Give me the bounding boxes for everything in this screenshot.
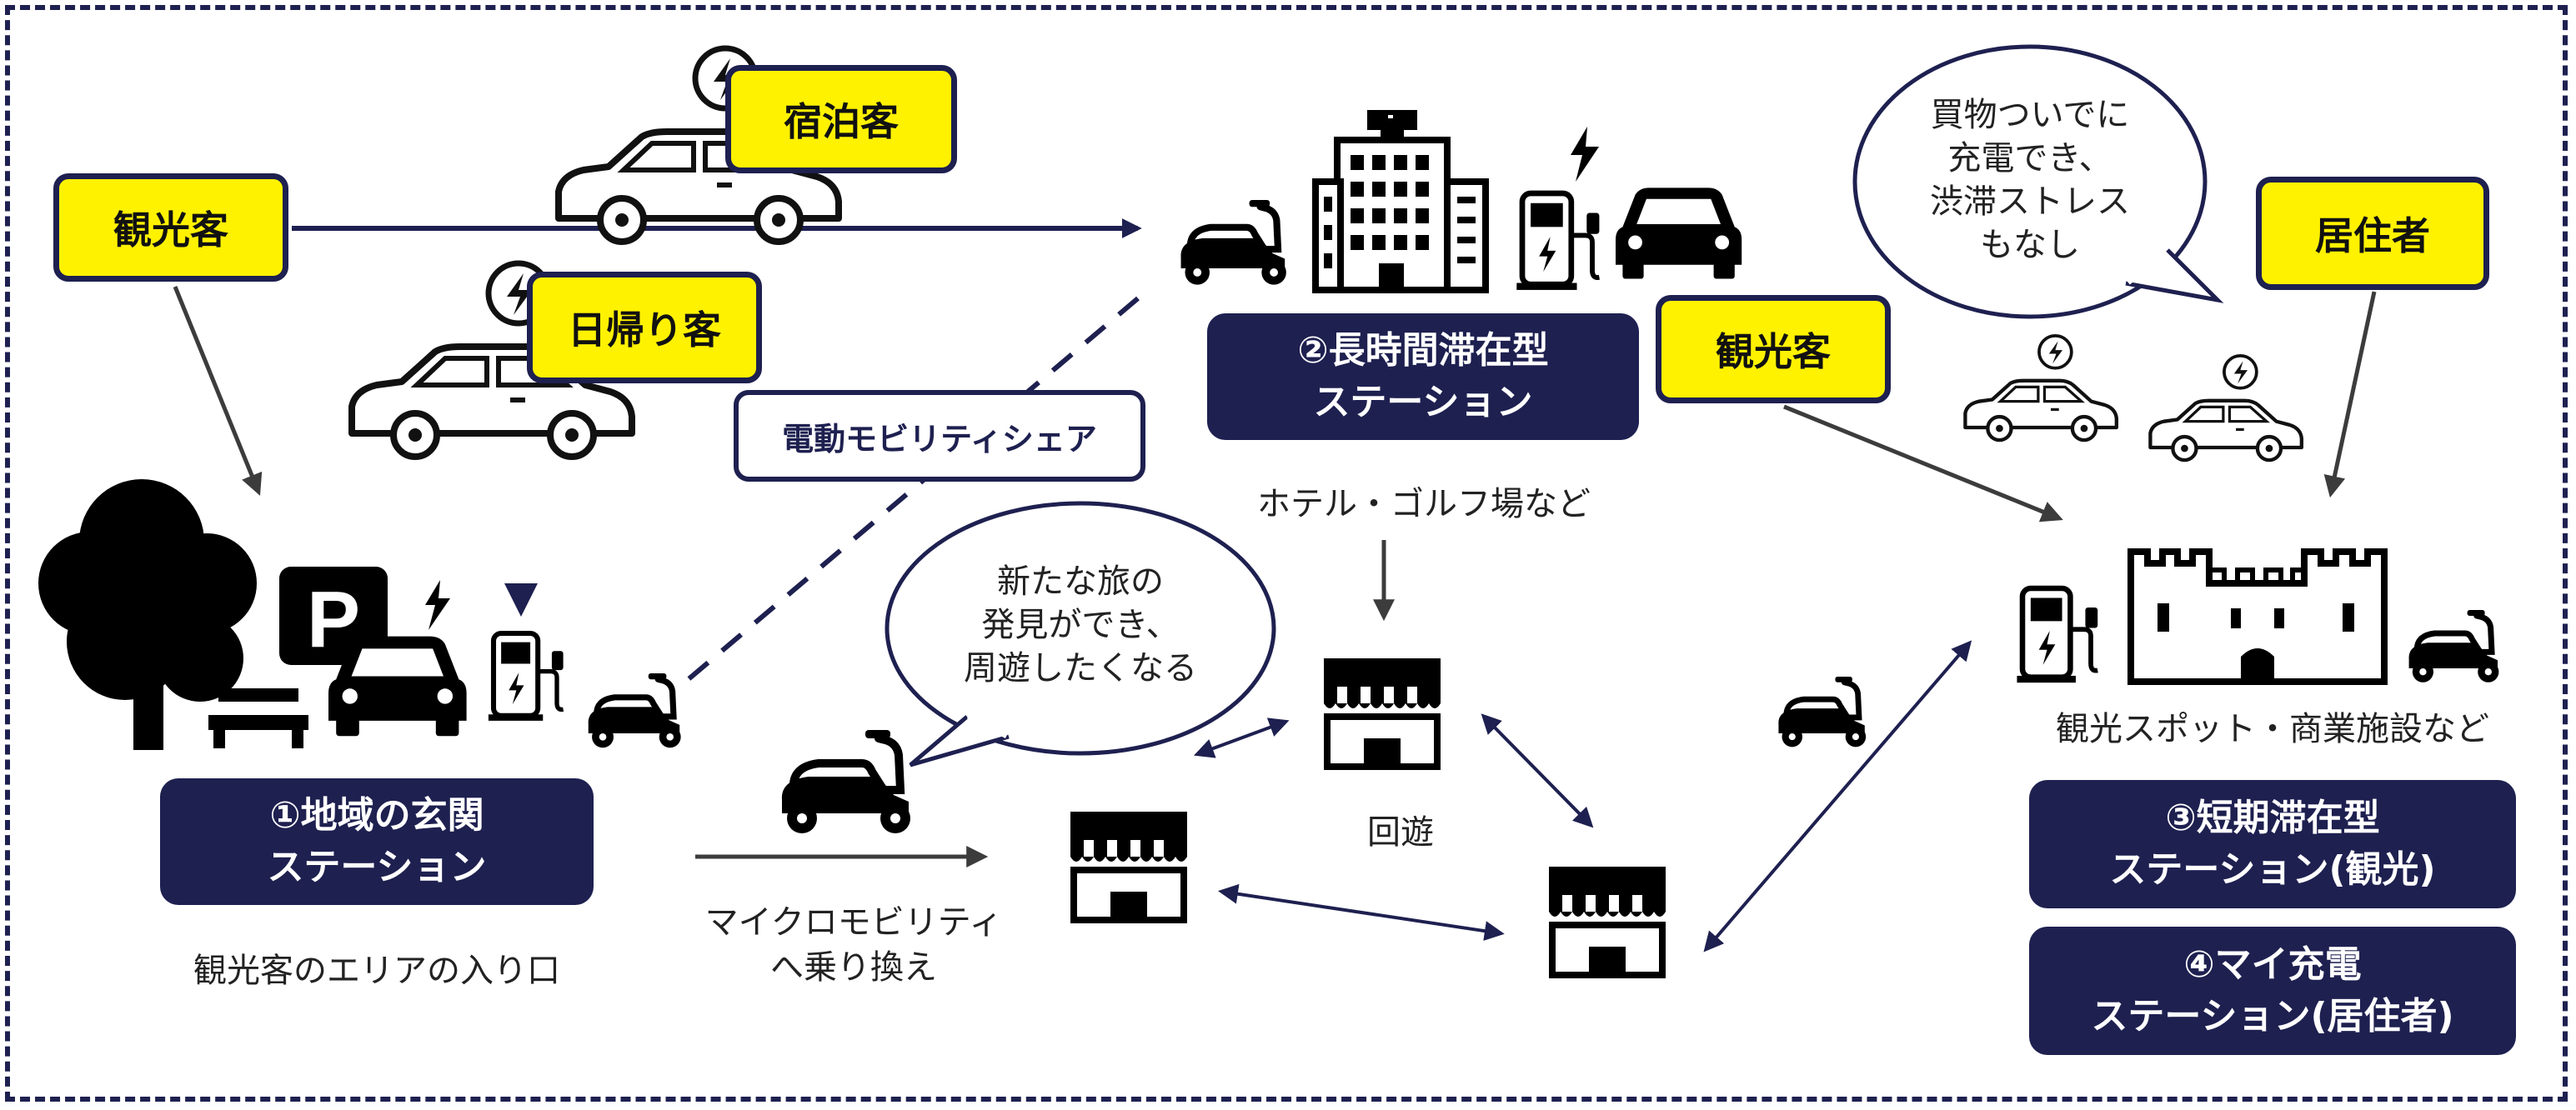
transfer-label: マイクロモビリティ へ乗り換え xyxy=(654,900,1054,990)
connector-lines xyxy=(173,218,2377,952)
tag-label: 居住者 xyxy=(2315,213,2430,258)
mobility-share-label: 電動モビリティシェア xyxy=(734,390,1145,482)
transfer-line2: へ乗り換え xyxy=(770,948,937,987)
lightning-icon xyxy=(1571,127,1599,182)
station-4-line1: ④マイ充電 xyxy=(2183,943,2362,986)
bubble-left-line2: 発見ができ、 xyxy=(981,606,1180,644)
kaiyu-label: 回遊 xyxy=(1367,813,1434,852)
bubble-right-line3: 渋滞ストレス xyxy=(1930,182,2130,221)
station-3-caption: 観光スポット・商業施設など xyxy=(2056,710,2489,748)
station-4-line2: ステーション(居住者) xyxy=(2091,995,2454,1038)
shop-icon xyxy=(1070,812,1187,920)
charger-icon xyxy=(489,633,564,721)
transfer-line1: マイクロモビリティ xyxy=(704,903,1003,942)
station-4-box: ④マイ充電 ステーション(居住者) xyxy=(2029,927,2516,1055)
car-icon xyxy=(328,636,467,737)
scooter-icon xyxy=(589,673,681,748)
station-3-line2: ステーション(観光) xyxy=(2109,848,2436,891)
station-2-box: ②長時間滞在型 ステーション xyxy=(1207,313,1639,440)
bubble-left-line3: 周遊したくなる xyxy=(964,649,1197,688)
tag-label: 観光客 xyxy=(1716,329,1831,374)
ev-car-icon xyxy=(2150,356,2301,460)
bubble-right-line1: 買物ついでに xyxy=(1930,96,2130,134)
building-icon xyxy=(1312,110,1489,293)
tag-higaerikyaku: 日帰り客 xyxy=(527,272,762,383)
ev-car-icon xyxy=(1965,336,2116,440)
bubble-right-line4: もなし xyxy=(1980,226,2080,264)
scooter-icon xyxy=(1778,677,1866,747)
tree-icon xyxy=(38,479,257,750)
tag-label: 観光客 xyxy=(113,208,228,252)
tag-label: 宿泊客 xyxy=(784,99,899,144)
tag-kyojuusha: 居住者 xyxy=(2256,177,2489,290)
station-3-box: ③短期滞在型 ステーション(観光) xyxy=(2029,780,2516,908)
station-1-caption: 観光客のエリアの入り口 xyxy=(193,952,560,990)
charger-icon xyxy=(1516,193,1599,290)
scooter-icon xyxy=(782,730,910,833)
scooter-icon xyxy=(2409,610,2499,682)
speech-bubble-left xyxy=(885,501,1276,768)
tag-label: 日帰り客 xyxy=(568,308,721,352)
bubble-right-line2: 充電でき、 xyxy=(1947,139,2112,178)
charger-icon xyxy=(2017,588,2097,682)
station-2-line1: ②長時間滞在型 xyxy=(1297,329,1549,372)
station-2-caption: ホテル・ゴルフ場など xyxy=(1257,485,1591,523)
scooter-icon xyxy=(1180,200,1285,285)
lightning-icon xyxy=(425,580,450,630)
bubble-right-text: 買物ついでに 充電でき、 渋滞ストレス もなし xyxy=(1861,93,2199,267)
tag-shukuhakukyaku: 宿泊客 xyxy=(725,65,957,173)
tag-kankoukyaku-left: 観光客 xyxy=(53,173,288,282)
car-icon xyxy=(1616,188,1742,279)
mobility-share-text: 電動モビリティシェア xyxy=(782,420,1097,458)
station-1-line1: ①地域の玄関 xyxy=(269,794,484,837)
speech-bubble-right xyxy=(1852,44,2224,319)
station-2-line2: ステーション xyxy=(1313,381,1533,423)
station-1-box: ①地域の玄関 ステーション xyxy=(160,778,594,905)
bubble-left-line1: 新たな旅の xyxy=(997,562,1164,601)
bench-icon xyxy=(208,688,308,748)
tag-kankoukyaku-mid: 観光客 xyxy=(1656,295,1891,403)
castle-icon xyxy=(2127,548,2388,685)
shop-icon xyxy=(1324,658,1441,767)
shop-icon xyxy=(1549,867,1666,975)
station-1-line2: ステーション xyxy=(267,846,487,888)
triangle-marker-icon xyxy=(504,583,538,617)
dashed-frame xyxy=(5,5,2568,1102)
bubble-left-text: 新たな旅の 発見ができ、 周遊したくなる xyxy=(909,560,1252,690)
station-3-line1: ③短期滞在型 xyxy=(2165,797,2380,839)
